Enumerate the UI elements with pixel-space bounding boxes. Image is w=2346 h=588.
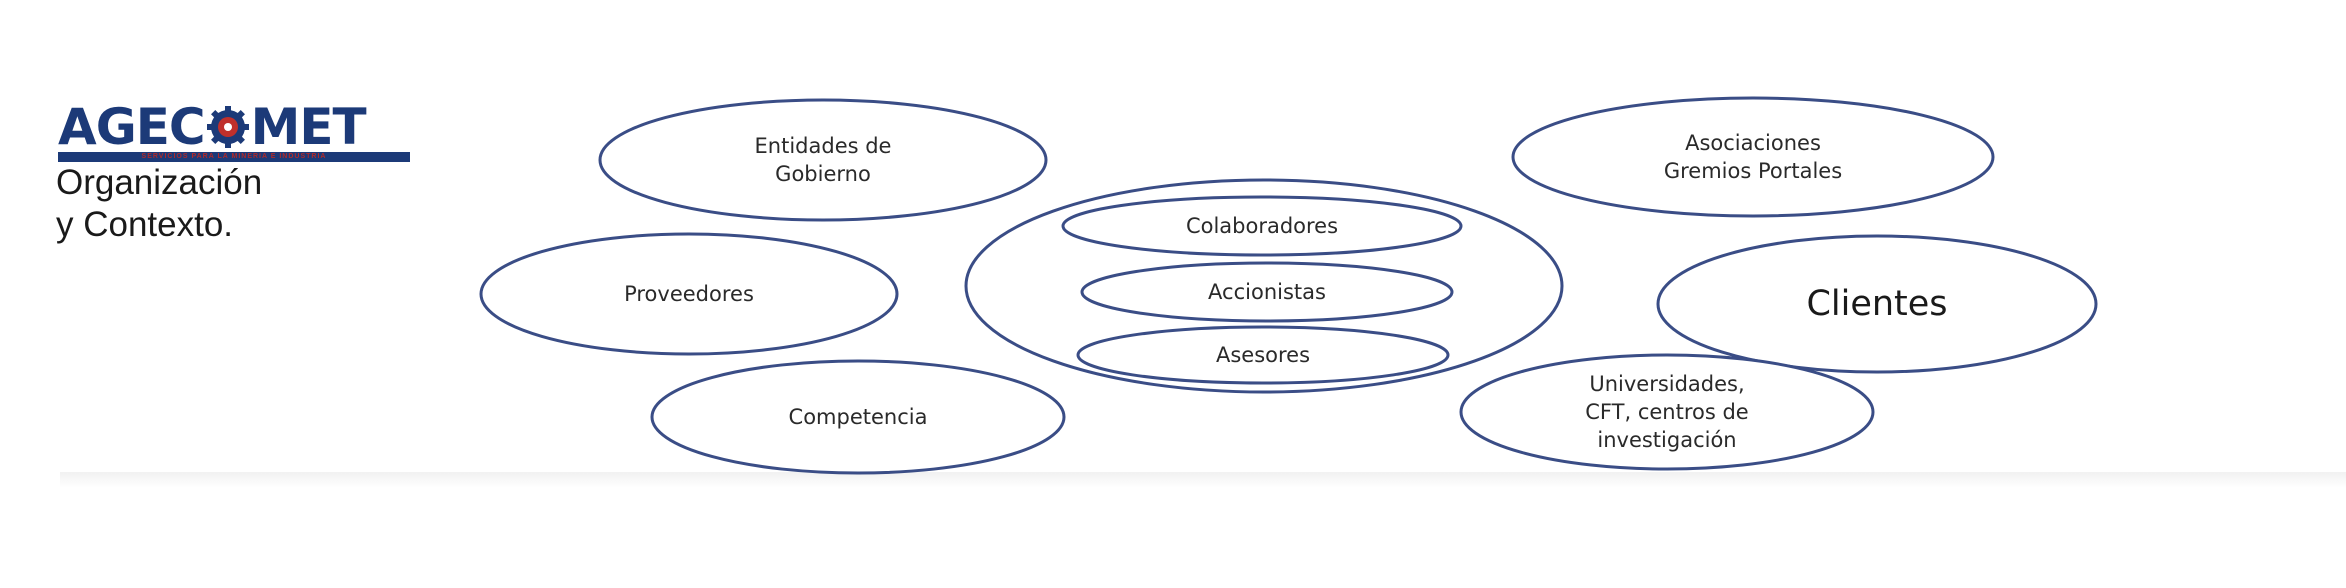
- gear-icon: [206, 106, 249, 148]
- ellipse-colaboradores: [1061, 195, 1463, 257]
- label-universidades-line-3: investigación: [1597, 428, 1737, 452]
- ellipse-proveedores: [479, 232, 899, 356]
- ellipse-accionistas: [1080, 261, 1454, 323]
- label-universidades-line-1: Universidades,: [1589, 372, 1745, 396]
- label-accionistas: Accionistas: [1100, 272, 1434, 312]
- label-asociaciones: Asociaciones Gremios Portales: [1535, 117, 1971, 197]
- ellipse-clientes: [1656, 234, 2098, 374]
- label-colaboradores-line-1: Colaboradores: [1185, 214, 1339, 238]
- logo-wordmark-text: AGEC: [58, 98, 206, 156]
- label-proveedores: Proveedores: [501, 274, 877, 314]
- label-universidades-line-2: CFT, centros de: [1585, 400, 1749, 424]
- label-entidades-line-1: Entidades de: [754, 134, 892, 158]
- label-asociaciones-line-2: Gremios Portales: [1663, 159, 1843, 183]
- label-clientes-line-1: Clientes: [1806, 284, 1948, 324]
- ellipse-competencia: [650, 359, 1066, 475]
- ellipse-asociaciones: [1511, 96, 1995, 218]
- label-asociaciones-line-1: Asociaciones: [1685, 131, 1821, 155]
- label-competencia: Competencia: [670, 397, 1046, 437]
- label-clientes: Clientes: [1678, 278, 2076, 330]
- logo-wordmark-text-end: MET: [250, 98, 367, 156]
- ellipse-entidades: [598, 98, 1048, 222]
- agecomet-logo: AGEC MET SERVICIOS PARA LA MINERIA E IND…: [58, 98, 410, 162]
- stakeholder-diagram: [479, 96, 2098, 475]
- label-entidades-line-2: Gobierno: [775, 162, 871, 186]
- label-proveedores-line-1: Proveedores: [624, 282, 754, 306]
- page-title: Organización y Contexto.: [56, 162, 376, 246]
- page-title-line-2: y Contexto.: [56, 205, 234, 244]
- label-accionistas-line-1: Accionistas: [1208, 280, 1326, 304]
- label-asesores: Asesores: [1096, 335, 1430, 375]
- page-title-line-1: Organización: [56, 163, 263, 202]
- ellipse-universidades: [1459, 353, 1875, 471]
- ellipse-asesores: [1076, 325, 1450, 385]
- logo-wordmark: AGEC MET: [58, 98, 410, 156]
- label-entidades: Entidades de Gobierno: [620, 120, 1026, 200]
- label-asesores-line-1: Asesores: [1215, 343, 1311, 367]
- label-universidades: Universidades, CFT, centros de investiga…: [1477, 368, 1857, 456]
- logo-tagline: SERVICIOS PARA LA MINERIA E INDUSTRIA: [58, 152, 410, 162]
- slide-bottom-shadow: [60, 472, 2346, 488]
- label-competencia-line-1: Competencia: [788, 405, 928, 429]
- label-colaboradores: Colaboradores: [1082, 206, 1442, 246]
